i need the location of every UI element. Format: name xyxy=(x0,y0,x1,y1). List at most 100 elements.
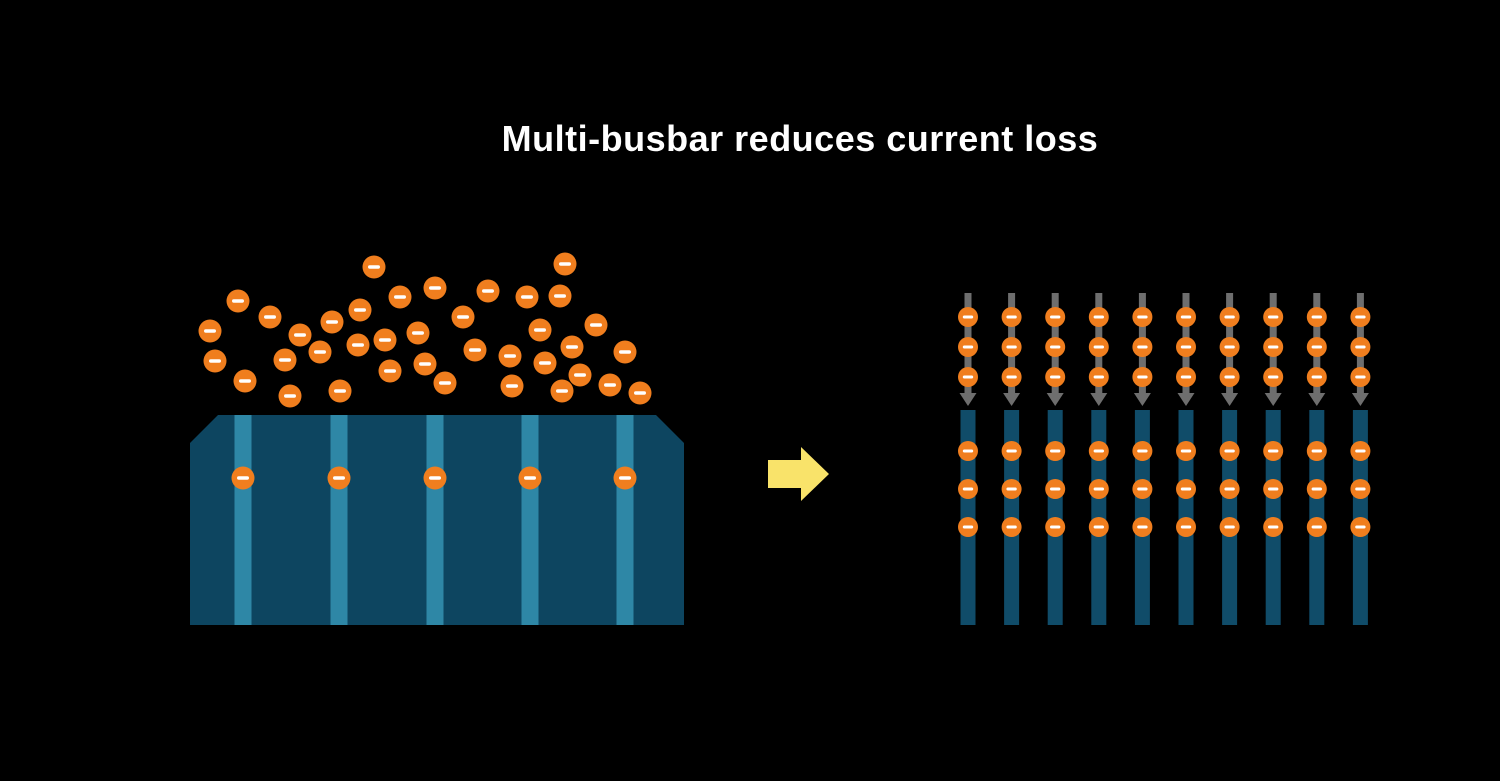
electron-icon xyxy=(1132,337,1153,357)
electron-icon xyxy=(463,338,487,362)
minus-sign xyxy=(962,525,974,529)
minus-sign xyxy=(352,343,364,347)
minus-sign xyxy=(1050,315,1061,319)
minus-sign xyxy=(1093,525,1104,529)
electron-icon xyxy=(1263,307,1284,327)
minus-sign xyxy=(1006,345,1017,349)
minus-sign xyxy=(1050,487,1061,491)
electron-icon xyxy=(1306,479,1327,499)
minus-sign xyxy=(354,308,366,312)
down-arrow-head xyxy=(1308,393,1326,406)
electron-icon xyxy=(1132,367,1153,387)
minus-sign xyxy=(1180,449,1192,453)
minus-sign xyxy=(1050,375,1061,379)
minus-sign xyxy=(504,354,516,358)
minus-sign xyxy=(1006,375,1017,379)
minus-sign xyxy=(1137,345,1148,349)
minus-sign xyxy=(524,476,536,480)
minus-sign xyxy=(1137,525,1148,529)
electron-icon xyxy=(1263,441,1284,461)
busbar-stripe xyxy=(616,415,634,625)
electron-icon xyxy=(958,307,978,327)
minus-sign xyxy=(534,328,546,332)
minus-sign xyxy=(1268,525,1279,529)
busbar-column xyxy=(1045,293,1066,625)
minus-sign xyxy=(506,384,518,388)
minus-sign xyxy=(239,379,251,383)
electron-icon xyxy=(1263,517,1284,537)
electron-icon xyxy=(550,379,574,403)
minus-sign xyxy=(232,299,244,303)
minus-sign xyxy=(1180,315,1192,319)
minus-sign xyxy=(1006,449,1017,453)
electron-icon xyxy=(1219,307,1240,327)
electron-icon xyxy=(433,371,457,395)
minus-sign xyxy=(1137,449,1148,453)
electron-icon xyxy=(1088,367,1109,387)
electron-icon xyxy=(1306,441,1327,461)
minus-sign xyxy=(384,369,396,373)
electron-icon xyxy=(958,367,978,387)
minus-sign xyxy=(521,295,533,299)
minus-sign xyxy=(1268,487,1279,491)
electron-icon xyxy=(1263,479,1284,499)
electron-icon xyxy=(1219,367,1240,387)
right-arrow-icon xyxy=(768,447,829,501)
minus-sign xyxy=(264,315,276,319)
busbar-stripe xyxy=(521,415,539,625)
electron-icon xyxy=(1001,479,1022,499)
minus-sign xyxy=(1180,525,1192,529)
minus-sign xyxy=(619,350,631,354)
electron-icon xyxy=(1132,307,1153,327)
electron-icon xyxy=(1306,367,1327,387)
minus-sign xyxy=(962,449,974,453)
electron-icon xyxy=(560,335,584,359)
minus-sign xyxy=(439,381,451,385)
electron-icon xyxy=(348,298,372,322)
down-arrow-head xyxy=(1090,393,1108,406)
electron-icon xyxy=(628,381,652,405)
electron-icon xyxy=(373,328,397,352)
minus-sign xyxy=(1355,315,1366,319)
electron-icon xyxy=(1045,307,1066,327)
electron-icon xyxy=(273,348,297,372)
minus-sign xyxy=(1311,525,1322,529)
electron-icon xyxy=(533,351,557,375)
minus-sign xyxy=(1180,487,1192,491)
minus-sign xyxy=(1311,487,1322,491)
busbar-stripe xyxy=(234,415,252,625)
minus-sign xyxy=(1093,375,1104,379)
electron-icon xyxy=(500,374,524,398)
minus-sign xyxy=(1050,525,1061,529)
electron-icon xyxy=(1001,441,1022,461)
minus-sign xyxy=(1311,449,1322,453)
electron-icon xyxy=(1350,479,1371,499)
minus-sign xyxy=(1268,449,1279,453)
minus-sign xyxy=(1355,449,1366,453)
minus-sign xyxy=(1311,315,1322,319)
busbar-column xyxy=(1306,293,1327,625)
electron-icon xyxy=(288,323,312,347)
minus-sign xyxy=(1224,375,1235,379)
electron-icon xyxy=(198,319,222,343)
electron-icon xyxy=(528,318,552,342)
down-arrow-head xyxy=(1177,393,1195,406)
electron-icon xyxy=(1219,517,1240,537)
electron-icon xyxy=(518,466,542,490)
minus-sign xyxy=(1224,487,1235,491)
minus-sign xyxy=(559,262,571,266)
electron-icon xyxy=(423,276,447,300)
minus-sign xyxy=(1268,345,1279,349)
busbar-column xyxy=(1088,293,1109,625)
panel-electrons xyxy=(231,466,637,490)
busbar-column xyxy=(1176,293,1196,625)
electron-icon xyxy=(1176,441,1196,461)
electron-icon xyxy=(1045,367,1066,387)
electron-icon xyxy=(1132,479,1153,499)
down-arrow-head xyxy=(1221,393,1239,406)
busbar-column xyxy=(1132,293,1153,625)
minus-sign xyxy=(482,289,494,293)
minus-sign xyxy=(962,345,974,349)
minus-sign xyxy=(1093,345,1104,349)
